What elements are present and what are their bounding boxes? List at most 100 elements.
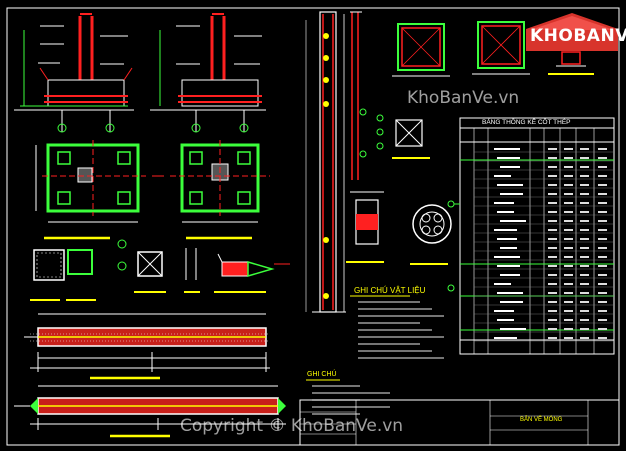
table-cell-mark: [598, 256, 607, 258]
mesh-detail: [30, 249, 65, 301]
table-cell-mark: [564, 247, 573, 249]
stirrup-detail: [184, 248, 200, 293]
table-cell-mark: [564, 229, 573, 231]
watermark-top: KhoBanVe.vn: [407, 88, 520, 108]
table-cell-mark: [598, 229, 607, 231]
foundation-plan-a: [35, 140, 146, 240]
table-cell-mark: [580, 157, 589, 159]
notes-block: [306, 295, 410, 381]
table-cell-mark: [548, 337, 557, 339]
table-cell-mark: [548, 175, 557, 177]
table-cell-mark: [580, 283, 589, 285]
table-cell-mark: [580, 148, 589, 150]
table-cell-mark: [580, 220, 589, 222]
table-cell-mark: [548, 202, 557, 204]
column-section-d: [346, 191, 384, 263]
table-cell-mark: [548, 184, 557, 186]
table-row-shape: [500, 274, 520, 276]
table-row-shape: [497, 184, 523, 186]
table-cell-mark: [548, 274, 557, 276]
table-cell-mark: [548, 292, 557, 294]
table-cell-mark: [548, 166, 557, 168]
table-cell-mark: [548, 319, 557, 321]
table-cell-mark: [564, 175, 573, 177]
table-cell-mark: [580, 274, 589, 276]
table-cell-mark: [580, 184, 589, 186]
table-cell-mark: [548, 301, 557, 303]
table-cell-mark: [548, 265, 557, 267]
table-cell-mark: [598, 211, 607, 213]
table-row-shape: [500, 166, 520, 168]
column-section-b: [472, 21, 530, 75]
table-cell-mark: [580, 229, 589, 231]
table-cell-mark: [598, 175, 607, 177]
table-cell-mark: [580, 247, 589, 249]
rebar-schedule-rows: [474, 148, 614, 342]
table-row-shape: [500, 328, 526, 330]
table-cell-mark: [548, 283, 557, 285]
notes-lines: [312, 301, 444, 415]
table-cell-mark: [598, 148, 607, 150]
rebar-table-title: BẢNG THỐNG KÊ CỐT THÉP: [482, 119, 571, 126]
table-cell-mark: [564, 157, 573, 159]
table-cell-mark: [564, 301, 573, 303]
table-cell-mark: [564, 337, 573, 339]
table-row-shape: [497, 211, 514, 213]
column-section-a: [392, 23, 450, 77]
table-cell-mark: [564, 283, 573, 285]
table-cell-mark: [598, 337, 607, 339]
table-cell-mark: [598, 238, 607, 240]
table-cell-mark: [564, 256, 573, 258]
round-pile-section: [410, 204, 452, 265]
table-cell-mark: [598, 328, 607, 330]
column-base-detail: [117, 239, 166, 293]
table-cell-mark: [598, 319, 607, 321]
general-notes-title: GHI CHÚ: [307, 371, 337, 378]
table-cell-mark: [580, 193, 589, 195]
table-cell-mark: [548, 229, 557, 231]
table-row-shape: [494, 229, 517, 231]
table-cell-mark: [598, 184, 607, 186]
table-cell-mark: [598, 202, 607, 204]
table-row-shape: [494, 337, 517, 339]
table-cell-mark: [580, 211, 589, 213]
logo-text: KHOBANVE: [530, 26, 626, 46]
table-cell-mark: [564, 319, 573, 321]
table-cell-mark: [580, 292, 589, 294]
table-cell-mark: [580, 301, 589, 303]
table-cell-mark: [598, 265, 607, 267]
foundation-section-a: [14, 13, 134, 133]
table-cell-mark: [548, 148, 557, 150]
sheet-name: BẢN VẼ MÓNG: [520, 417, 563, 423]
table-row-shape: [497, 238, 517, 240]
table-cell-mark: [548, 238, 557, 240]
table-cell-mark: [580, 202, 589, 204]
table-row-shape: [500, 301, 523, 303]
foundation-section-b: [150, 13, 266, 133]
table-cell-mark: [564, 265, 573, 267]
table-cell-mark: [580, 337, 589, 339]
table-cell-mark: [564, 193, 573, 195]
table-cell-mark: [598, 283, 607, 285]
watermark-bottom: Copyright © KhoBanVe.vn: [180, 416, 404, 436]
table-row-shape: [494, 202, 514, 204]
tie-beam-1: [24, 313, 270, 380]
table-row-shape: [500, 220, 526, 222]
table-cell-mark: [548, 211, 557, 213]
table-row-shape: [500, 247, 517, 249]
table-cell-mark: [580, 328, 589, 330]
column-elevation: [305, 11, 367, 313]
table-cell-mark: [564, 211, 573, 213]
table-cell-mark: [564, 328, 573, 330]
table-cell-mark: [564, 238, 573, 240]
table-cell-mark: [564, 292, 573, 294]
table-cell-mark: [564, 166, 573, 168]
table-row-shape: [497, 265, 520, 267]
pile-cap-detail: [66, 249, 96, 301]
table-cell-mark: [548, 193, 557, 195]
table-row-shape: [494, 175, 511, 177]
table-cell-mark: [548, 220, 557, 222]
table-row-shape: [494, 283, 511, 285]
